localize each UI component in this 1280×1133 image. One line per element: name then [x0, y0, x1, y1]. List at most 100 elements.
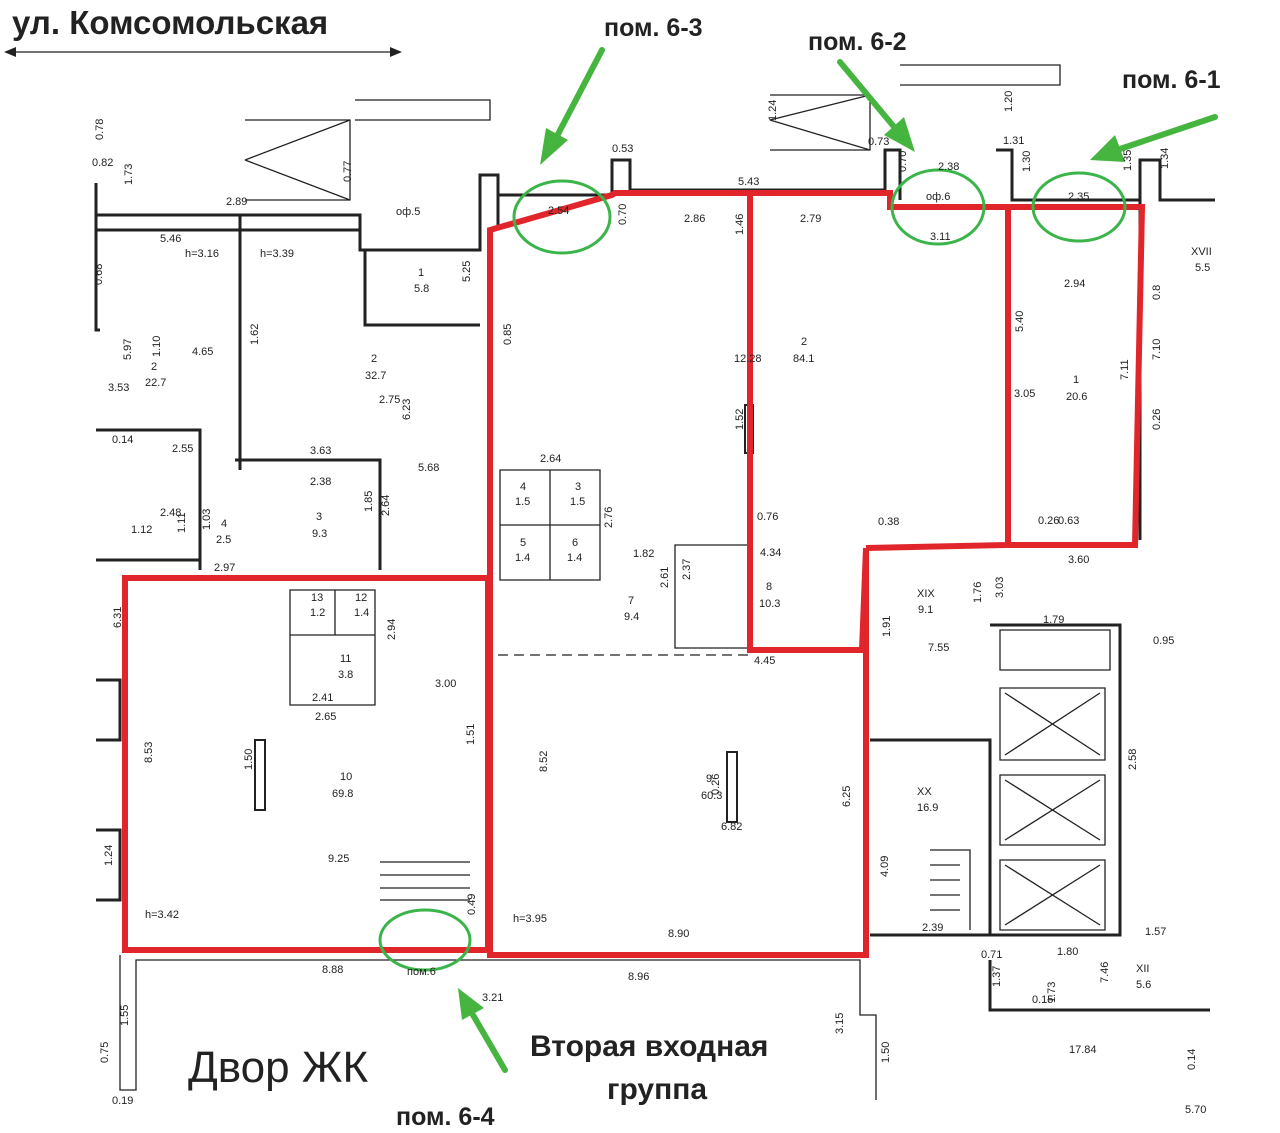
room-area: 1.2: [310, 607, 325, 619]
room-num: 7: [628, 595, 634, 607]
street-arrow-right-head: [390, 47, 402, 57]
dimension-label: 0.77: [342, 161, 354, 182]
dimension-label: 0.38: [878, 516, 899, 528]
room-area: 9.1: [918, 604, 933, 616]
room-num: XIX: [917, 588, 935, 600]
dimension-label: 2.94: [1064, 278, 1085, 290]
arrow-6-3-head: [540, 128, 568, 165]
dimension-label: 2.48: [160, 507, 181, 519]
dimension-label: 7.55: [928, 642, 949, 654]
room-num: 11: [340, 653, 351, 665]
dimension-label: 9.25: [328, 853, 349, 865]
dimension-label: 8.90: [668, 928, 689, 940]
dimension-label: 6.82: [721, 821, 742, 833]
dimension-label: 0.26: [1151, 409, 1163, 430]
dimension-label: 2.38: [310, 476, 331, 488]
arrow-6-3: [553, 47, 605, 141]
premises-outlines: [122, 190, 1146, 958]
dimension-label: 2.54: [548, 205, 569, 217]
dimension-label: 1.73: [123, 164, 135, 185]
dimension-label: 5.68: [418, 462, 439, 474]
room-num: 4: [520, 481, 526, 493]
dimension-label: 7.11: [1119, 359, 1131, 380]
dimension-label: 0.78: [94, 119, 106, 140]
height-label: h=3.16: [185, 248, 219, 260]
outline-pom-6-3: [487, 190, 869, 958]
dimension-label: 3.15: [834, 1013, 846, 1034]
marker-6-2: [890, 168, 986, 246]
dimension-label: 0.68: [93, 264, 105, 285]
outline-pom-6-4: [122, 575, 491, 953]
dimension-label: 1.35: [1122, 150, 1134, 171]
dimension-label: 1.50: [243, 749, 255, 770]
dimension-label: 1.57: [1145, 926, 1166, 938]
street-arrow-left-head: [4, 47, 16, 57]
dimension-label: 2.76: [603, 507, 615, 528]
room-area: 5.6: [1136, 979, 1151, 991]
dimension-label: 1.12: [131, 524, 152, 536]
room-num: 3: [575, 481, 581, 493]
dimension-label: 2.97: [214, 562, 235, 574]
dimension-label: 1.03: [201, 509, 213, 530]
dimension-label: 1.24: [103, 845, 115, 866]
pointer-arrows: [458, 47, 1218, 1073]
dimension-label: 1.79: [1043, 614, 1064, 626]
dimension-label: 0.8: [1151, 285, 1163, 300]
dimension-label: 2.38: [938, 161, 959, 173]
second-entrance-line-1: Вторая входная: [530, 1030, 768, 1063]
dimension-label: 0.75: [99, 1042, 111, 1063]
dimension-label: 1.76: [972, 582, 984, 603]
dimension-label: 2.55: [172, 443, 193, 455]
room-num: 2: [371, 353, 377, 365]
dimension-label: 2.75: [379, 394, 400, 406]
dimension-label: 0.26: [710, 774, 722, 795]
room-num: 2: [801, 336, 807, 348]
dimension-label: 1.91: [881, 616, 893, 637]
dimension-label: 1.37: [991, 966, 1003, 987]
dimension-label: 1.24: [767, 100, 779, 121]
opening-label: оф.5: [396, 206, 420, 218]
dimension-label: 0.82: [92, 157, 113, 169]
dimension-label: 5.46: [160, 233, 181, 245]
dimension-label: 3.11: [930, 231, 951, 243]
dimension-label: 1.73: [1046, 982, 1058, 1003]
arrow-6-4-head: [458, 988, 484, 1020]
dimension-label: 1.52: [734, 409, 746, 430]
room-num: XX: [917, 786, 932, 798]
dimension-label: 0.14: [1186, 1049, 1198, 1070]
room-num: 10: [340, 771, 352, 783]
dimension-label: 8.53: [143, 742, 155, 763]
label-pom-6-4: пом. 6-4: [396, 1103, 495, 1131]
room-num: 3: [316, 511, 322, 523]
height-label: h=3.95: [513, 913, 547, 925]
dimension-label: 2.64: [540, 453, 561, 465]
room-num: 1: [418, 267, 424, 279]
dimension-label: 3.00: [435, 678, 456, 690]
dimension-label: 2.79: [800, 213, 821, 225]
room-area: 1.4: [567, 552, 582, 564]
height-label: h=3.42: [145, 909, 179, 921]
dimension-label: 5.97: [122, 339, 134, 360]
dimension-label: 8.96: [628, 971, 649, 983]
room-area: 22.7: [145, 377, 166, 389]
second-entrance-line-2: группа: [607, 1073, 707, 1106]
room-area: 32.7: [365, 370, 386, 382]
arrow-6-1-head: [1090, 135, 1125, 162]
dimension-label: 6.31: [112, 607, 124, 628]
dimension-label: 5.40: [1014, 311, 1026, 332]
dimension-label: 2.61: [659, 567, 671, 588]
dimension-label: 3.05: [1014, 388, 1035, 400]
dimension-label: 4.09: [879, 856, 891, 877]
room-num: 13: [311, 592, 323, 604]
dimension-label: 8.88: [322, 964, 343, 976]
arrow-6-1: [1117, 114, 1218, 152]
room-area: 1.4: [354, 607, 369, 619]
dimension-label: 1.82: [633, 548, 654, 560]
dimension-label: 2.41: [312, 692, 333, 704]
arrow-6-4: [470, 1012, 508, 1073]
dimension-label: 2.58: [1127, 749, 1139, 770]
dimension-label: 6.25: [841, 786, 853, 807]
plan-walls: [94, 64, 1215, 1100]
